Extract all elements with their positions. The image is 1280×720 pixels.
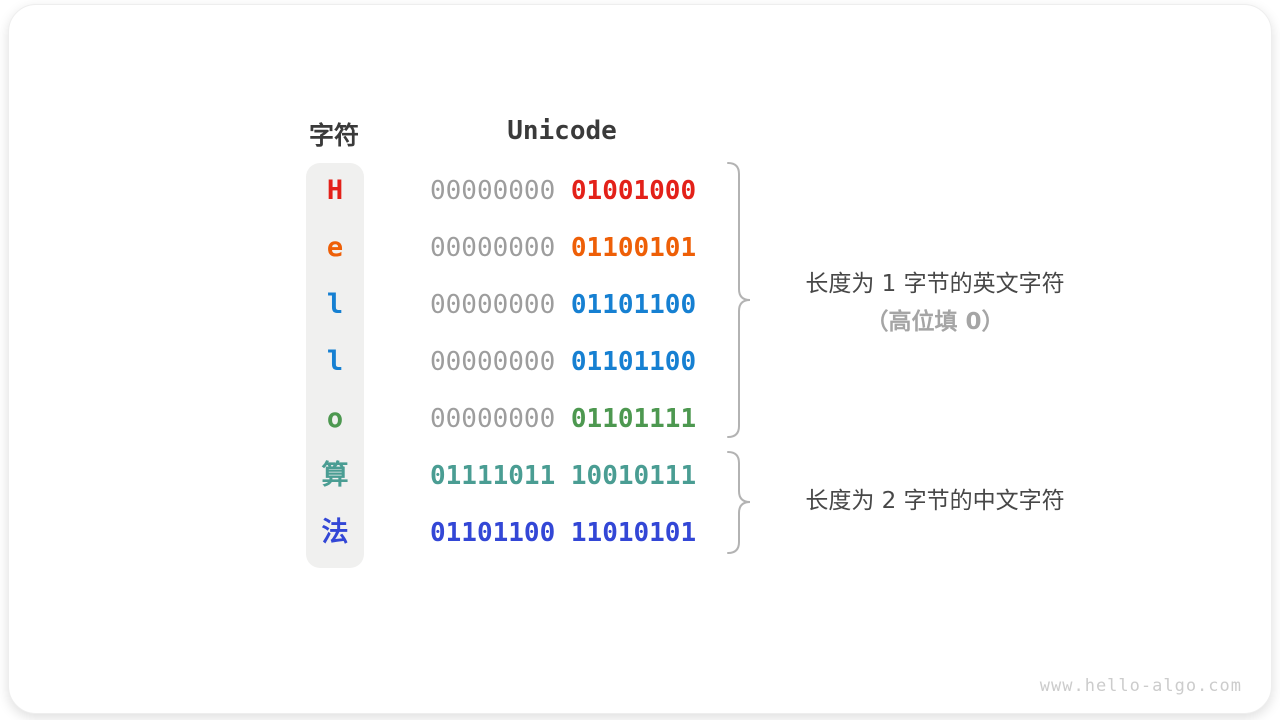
high-byte: 00000000 [430,176,556,206]
low-byte: 01101100 [570,347,697,377]
unicode-binary: 00000000 01101111 [430,403,696,435]
annotation-english-line1: 长度为 1 字节的英文字符 [805,271,1065,297]
unicode-binary: 01111011 10010111 [430,460,696,492]
unicode-binary: 00000000 01100101 [430,232,696,264]
high-byte: 00000000 [430,290,556,320]
watermark: www.hello-algo.com [1039,676,1242,696]
annotation-english-group: 长度为 1 字节的英文字符 （高位填 0） [765,265,1105,341]
figure-card [8,4,1272,714]
unicode-binary: 00000000 01101100 [430,346,696,378]
column-header-unicode: Unicode [507,116,617,146]
annotation-chinese-line1: 长度为 2 字节的中文字符 [805,488,1065,514]
unicode-binary: 00000000 01101100 [430,289,696,321]
low-byte: 01001000 [570,176,697,206]
unicode-binary: 00000000 01001000 [430,175,696,207]
unicode-binary: 01101100 11010101 [430,517,696,549]
char-cell: 算 [321,460,349,491]
char-cell: e [326,232,344,263]
high-byte: 00000000 [430,404,556,434]
column-header-char: 字符 [308,121,359,150]
high-byte: 01111011 [430,461,556,491]
char-cell: 法 [321,517,349,548]
curly-brace-english-group-icon [727,162,751,438]
high-byte: 01101100 [430,518,556,548]
low-byte: 11010101 [570,518,697,548]
low-byte: 01100101 [570,233,697,263]
annotation-english-line2: （高位填 0） [865,309,1005,335]
char-cell: l [326,346,344,377]
char-cell: H [326,175,344,206]
low-byte: 01101100 [570,290,697,320]
high-byte: 00000000 [430,347,556,377]
char-cell: o [326,403,344,434]
curly-brace-chinese-group-icon [727,451,751,554]
low-byte: 10010111 [570,461,697,491]
annotation-chinese-group: 长度为 2 字节的中文字符 [765,488,1105,514]
low-byte: 01101111 [570,404,697,434]
high-byte: 00000000 [430,233,556,263]
char-cell: l [326,289,344,320]
char-column-background [306,163,364,568]
